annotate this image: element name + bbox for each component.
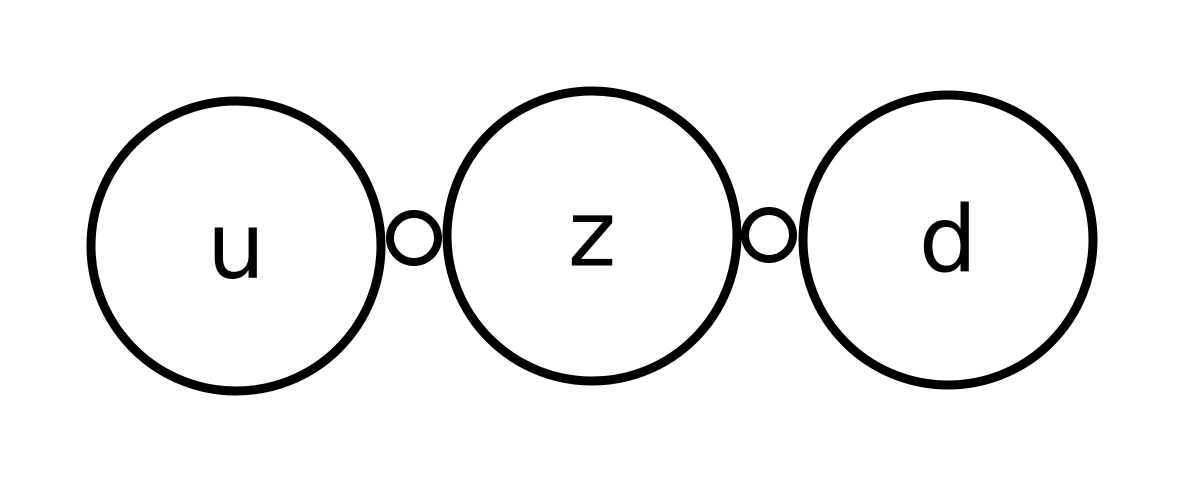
node-d-circle — [798, 90, 1098, 390]
node-u-circle — [86, 96, 386, 396]
connector-u-z — [386, 210, 442, 266]
node-d: d — [798, 90, 1098, 390]
node-d-label: d — [919, 187, 977, 294]
node-u-label: u — [207, 193, 265, 300]
node-z-label: z — [568, 181, 616, 288]
node-u: u — [86, 96, 386, 396]
node-z-circle — [442, 86, 742, 386]
node-z: z — [442, 86, 742, 386]
connector-z-d — [741, 207, 797, 263]
